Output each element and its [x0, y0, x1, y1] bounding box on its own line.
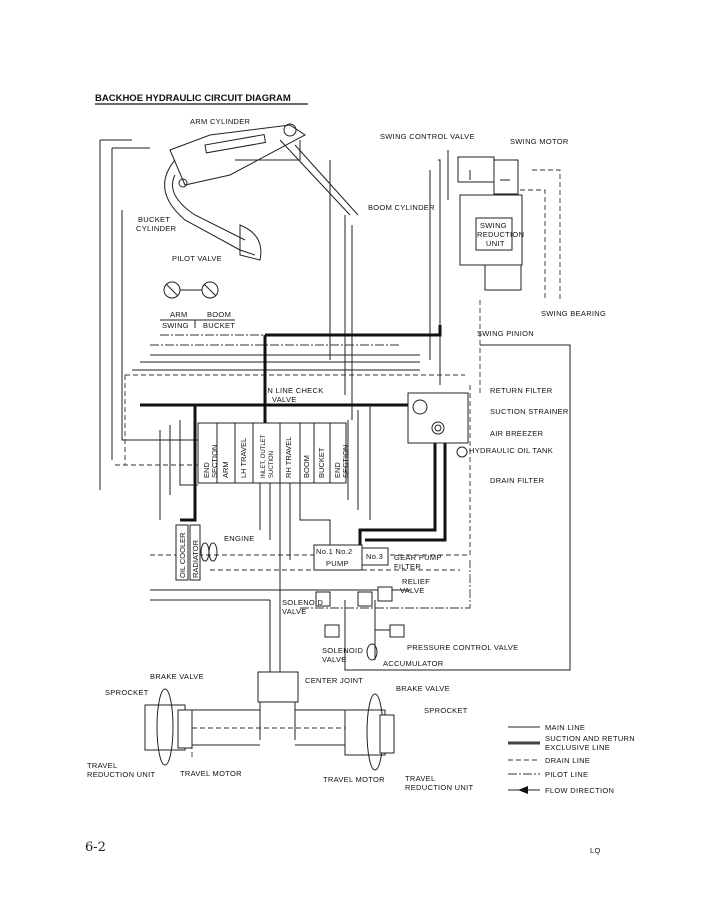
label-travel-reduction-left-1: TRAVEL: [87, 761, 117, 770]
label-hydraulic-oil-tank: HYDRAULIC OIL TANK: [469, 446, 553, 455]
control-valve-section-label: RH TRAVEL: [284, 437, 293, 478]
label-travel-reduction-right-1: TRAVEL: [405, 774, 435, 783]
label-bucket-cylinder-1: BUCKET: [138, 215, 170, 224]
label-swing-pinion: SWING PINION: [477, 329, 534, 338]
legend-suction-label: SUCTION AND RETURN: [545, 734, 635, 743]
control-valve-section-label: ARM: [221, 461, 230, 478]
label-pump-no3: No.3: [366, 552, 383, 561]
label-drain-filter: DRAIN FILTER: [490, 476, 545, 485]
label-engine: ENGINE: [224, 534, 255, 543]
page-number: 6-2: [85, 840, 106, 855]
label-relief-valve-2: VALVE: [400, 586, 425, 595]
label-swing-control-valve: SWING CONTROL VALVE: [380, 132, 475, 141]
power-unit: [175, 524, 405, 703]
swing-control-valve: [457, 156, 495, 183]
control-valve-section-label: LH TRAVEL: [239, 438, 248, 478]
label-arm-cylinder: ARM CYLINDER: [190, 117, 251, 126]
pump-no3-box: [361, 547, 389, 566]
label-pv-arm: ARM: [170, 310, 188, 319]
label-oil-cooler: OIL COOLER: [178, 532, 187, 578]
legend-suction-label-2: EXCLUSIVE LINE: [545, 743, 610, 752]
hydraulic-oil-tank: [407, 392, 469, 458]
legend-main-label: MAIN LINE: [545, 723, 585, 732]
flow-arrow-icon: [518, 786, 528, 794]
label-pv-boom: BOOM: [207, 310, 231, 319]
label-travel-reduction-right-2: REDUCTION UNIT: [405, 783, 473, 792]
label-solenoid-valve-a2: VALVE: [282, 607, 307, 616]
travel-units: [144, 688, 395, 771]
label-sprocket-left: SPROCKET: [105, 688, 149, 697]
label-swing-bearing: SWING BEARING: [541, 309, 606, 318]
label-pv-bucket: BUCKET: [203, 321, 235, 330]
control-valve-section-label: END: [202, 462, 211, 478]
legend: MAIN LINE SUCTION AND RETURN EXCLUSIVE L…: [508, 723, 635, 795]
diagram-title: BACKHOE HYDRAULIC CIRCUIT DIAGRAM: [95, 93, 291, 104]
label-center-joint: CENTER JOINT: [305, 676, 363, 685]
label-solenoid-valve-b1: SOLENOID: [322, 646, 363, 655]
label-bucket-cylinder-2: CYLINDER: [136, 224, 177, 233]
label-swing-motor: SWING MOTOR: [510, 137, 569, 146]
label-in-line-check-1: IN LINE CHECK: [265, 386, 324, 395]
label-air-breezer: AIR BREEZER: [490, 429, 544, 438]
swing-motor: [493, 159, 519, 195]
control-valve-section-label: SECTION: [210, 445, 219, 478]
control-valve-section-label: SECTION: [341, 445, 350, 478]
label-pressure-control-valve: PRESSURE CONTROL VALVE: [407, 643, 519, 652]
label-pump-no12: No.1 No.2: [316, 547, 352, 556]
label-gear-pump-filter-1: GEAR PUMP: [394, 553, 442, 562]
document-code: LQ: [590, 846, 601, 855]
label-swing-reduction-1: SWING: [480, 221, 507, 230]
control-valve-section-label: BOOM: [302, 455, 311, 478]
label-brake-valve-right: BRAKE VALVE: [396, 684, 450, 693]
label-suction-strainer: SUCTION STRAINER: [490, 407, 569, 416]
swing-assembly: [457, 156, 523, 291]
label-pump: PUMP: [326, 559, 349, 568]
label-pv-swing: SWING: [162, 321, 189, 330]
component-labels: ARM CYLINDER SWING CONTROL VALVE SWING MOT…: [87, 117, 606, 792]
center-joint: [257, 671, 299, 703]
control-valve-section-label: BUCKET: [317, 447, 326, 478]
legend-drain-label: DRAIN LINE: [545, 756, 590, 765]
legend-flow-label: FLOW DIRECTION: [545, 786, 614, 795]
label-solenoid-valve-b2: VALVE: [322, 655, 347, 664]
control-valve-section-label: INLET, OUTLET: [261, 434, 267, 478]
label-boom-cylinder: BOOM CYLINDER: [368, 203, 435, 212]
label-swing-reduction-2: REDUCTION: [477, 230, 524, 239]
label-relief-valve-1: RELIEF: [402, 577, 430, 586]
label-solenoid-valve-a1: SOLENOID: [282, 598, 323, 607]
label-in-line-check-2: VALVE: [272, 395, 297, 404]
label-gear-pump-filter-2: FILTER: [394, 562, 421, 571]
pilot-valves: [160, 281, 235, 328]
control-valve-section-label: SUCTION: [269, 451, 275, 478]
legend-pilot-label: PILOT LINE: [545, 770, 588, 779]
label-travel-motor-right: TRAVEL MOTOR: [323, 775, 385, 784]
label-brake-valve-left: BRAKE VALVE: [150, 672, 204, 681]
control-valve-section-label: END: [333, 462, 342, 478]
pump-box: [313, 544, 363, 571]
label-sprocket-right: SPROCKET: [424, 706, 468, 715]
label-travel-motor-left: TRAVEL MOTOR: [180, 769, 242, 778]
label-return-filter: RETURN FILTER: [490, 386, 553, 395]
label-radiator: RADIATOR: [191, 539, 200, 578]
label-pilot-valve: PILOT VALVE: [172, 254, 222, 263]
backhoe-arm-illustration: [164, 123, 359, 261]
label-swing-reduction-3: UNIT: [486, 239, 505, 248]
label-travel-reduction-left-2: REDUCTION UNIT: [87, 770, 155, 779]
label-accumulator: ACCUMULATOR: [383, 659, 444, 668]
